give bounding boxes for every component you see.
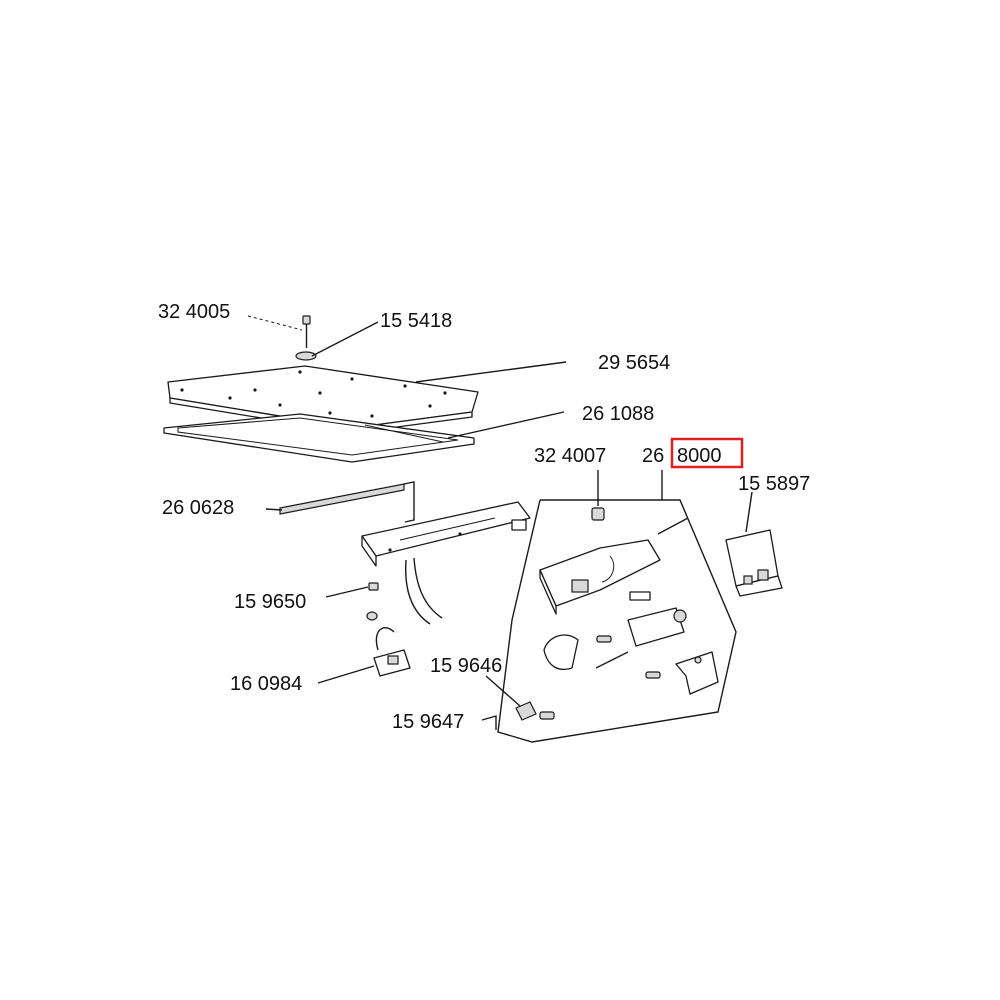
spring-part	[595, 651, 629, 669]
lock-assembly-outline	[497, 499, 737, 743]
lock-housing-part	[539, 539, 661, 615]
label-15-9647: 15 9647	[392, 711, 464, 733]
wire-harness	[405, 557, 443, 625]
lever-part	[543, 634, 579, 671]
bracket-rail-part	[361, 501, 531, 567]
label-15-5418: 15 5418	[380, 310, 452, 332]
side-bracket-part	[725, 529, 783, 597]
label-32-4007: 32 4007	[534, 445, 606, 467]
label-26-8000-prefix: 26	[642, 445, 664, 467]
plug-part	[539, 711, 555, 720]
latch-plate-part	[675, 651, 719, 695]
label-16-0984: 16 0984	[230, 673, 302, 695]
highlight-box	[670, 437, 744, 469]
label-15-5897: 15 5897	[738, 473, 810, 495]
leader-lines	[247, 315, 753, 730]
pin-part	[657, 517, 689, 535]
label-26-0628: 26 0628	[162, 497, 234, 519]
label-32-4005: 32 4005	[158, 301, 230, 323]
actuator-part	[627, 591, 687, 647]
label-15-9646: 15 9646	[430, 655, 502, 677]
micro-switch-part	[515, 701, 537, 721]
connector-block-part	[366, 611, 411, 677]
screw-part	[302, 315, 311, 348]
long-bar-part	[279, 481, 415, 523]
small-fastener-part	[368, 582, 379, 591]
small-pin-a-part	[596, 635, 612, 643]
small-pin-b-part	[645, 671, 661, 679]
washer-part	[295, 351, 317, 361]
label-15-9650: 15 9650	[234, 591, 306, 613]
label-26-8000-suffix: 8000	[677, 445, 722, 467]
label-29-5654: 29 5654	[598, 352, 670, 374]
nut-part	[591, 507, 605, 521]
gasket-frame	[163, 413, 475, 463]
label-26-1088: 26 1088	[582, 403, 654, 425]
